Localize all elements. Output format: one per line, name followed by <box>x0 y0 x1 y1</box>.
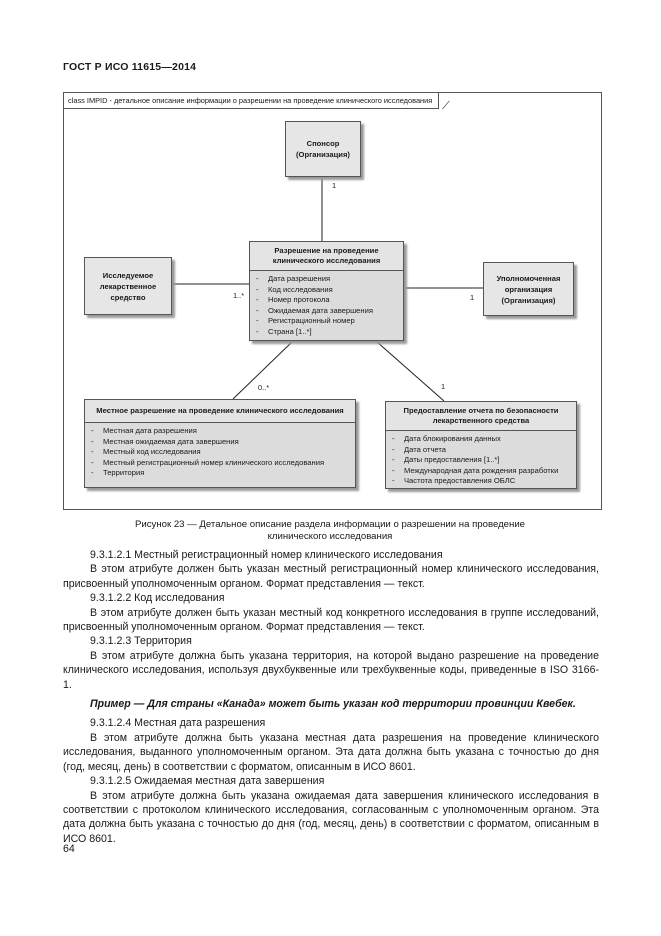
local-authorization-attributes: -Местная дата разрешения -Местная ожидае… <box>85 423 355 482</box>
attribute-item: -Ожидаемая дата завершения <box>256 305 373 315</box>
example-note: Пример — Для страны «Канада» может быть … <box>90 698 576 711</box>
safety-report-title: Предоставление отчета по безопасности ле… <box>386 402 576 431</box>
attribute-item: -Местный код исследования <box>91 447 201 456</box>
attribute-item: -Дата разрешения <box>256 274 331 283</box>
attribute-item: -Территория <box>91 468 145 477</box>
local-authorization-title: Местное разрешение на проведение клиниче… <box>85 400 355 423</box>
section-paragraph: В этом атрибуте должна быть указана терр… <box>63 649 599 691</box>
diagram-frame-title: class IMPID - детальное описание информа… <box>64 93 440 109</box>
authorized-organization-class: Уполномоченная организация (Организация) <box>483 262 574 316</box>
section-paragraph: В этом атрибуте должна быть указана мест… <box>63 731 599 773</box>
section-heading: 9.3.1.2.4 Местная дата разрешения <box>90 717 266 730</box>
authorization-title: Разрешение на проведение клинического ис… <box>250 242 403 271</box>
attribute-item: -Код исследования <box>256 284 333 294</box>
sponsor-label: Спонсор <box>306 139 340 148</box>
sponsor-type: (Организация) <box>296 150 350 159</box>
attribute-item: -Дата блокирования данных <box>392 434 501 443</box>
investigational-product-class: Исследуемое лекарственное средство <box>84 257 172 315</box>
section-heading: 9.3.1.2.3 Территория <box>90 635 192 648</box>
attribute-item: -Номер протокола <box>256 295 330 304</box>
attribute-item: -Частота предоставления ОБЛС <box>392 476 516 485</box>
authorization-class: Разрешение на проведение клинического ис… <box>249 241 404 341</box>
attribute-item: -Местная ожидаемая дата завершения <box>91 436 239 446</box>
section-heading: 9.3.1.2.5 Ожидаемая местная дата заверше… <box>90 775 325 788</box>
multiplicity-local: 0..* <box>258 383 270 392</box>
body-text: 9.3.1.2.1 Местный регистрационный номер … <box>63 548 599 846</box>
multiplicity-product: 1..* <box>233 291 245 300</box>
attribute-item: -Дата отчета <box>392 444 447 454</box>
safety-report-class: Предоставление отчета по безопасности ле… <box>385 401 577 489</box>
section-paragraph: В этом атрибуте должен быть указан местн… <box>63 606 599 634</box>
section-paragraph: В этом атрибуте должна быть указана ожид… <box>63 789 599 845</box>
section-heading: 9.3.1.2.2 Код исследования <box>90 592 225 605</box>
document-header: ГОСТ Р ИСО 11615—2014 <box>63 61 197 73</box>
section-heading: 9.3.1.2.1 Местный регистрационный номер … <box>90 549 443 561</box>
connector-safety <box>375 340 445 402</box>
attribute-item: -Страна [1..*] <box>256 326 312 336</box>
local-authorization-class: Местное разрешение на проведение клиниче… <box>84 399 356 488</box>
section-paragraph: В этом атрибуте должен быть указан местн… <box>63 563 599 590</box>
attribute-item: -Местная дата разрешения <box>91 426 197 435</box>
multiplicity-org: 1 <box>470 293 475 302</box>
authorization-attributes: -Дата разрешения -Код исследования -Номе… <box>250 271 403 340</box>
figure-caption: Рисунок 23 — Детальное описание раздела … <box>134 519 526 542</box>
attribute-item: -Местный регистрационный номер клиническ… <box>91 457 325 467</box>
page-number: 64 <box>63 843 75 855</box>
connector-local <box>232 340 294 400</box>
attribute-item: -Регистрационный номер <box>256 316 355 325</box>
multiplicity-sponsor: 1 <box>332 181 337 190</box>
attribute-item: -Международная дата рождения разработки <box>392 465 559 475</box>
safety-report-attributes: -Дата блокирования данных -Дата отчета -… <box>386 431 576 490</box>
attribute-item: -Даты предоставления [1..*] <box>392 455 500 464</box>
multiplicity-safety: 1 <box>441 382 446 391</box>
sponsor-class: Спонсор (Организация) <box>285 121 361 177</box>
